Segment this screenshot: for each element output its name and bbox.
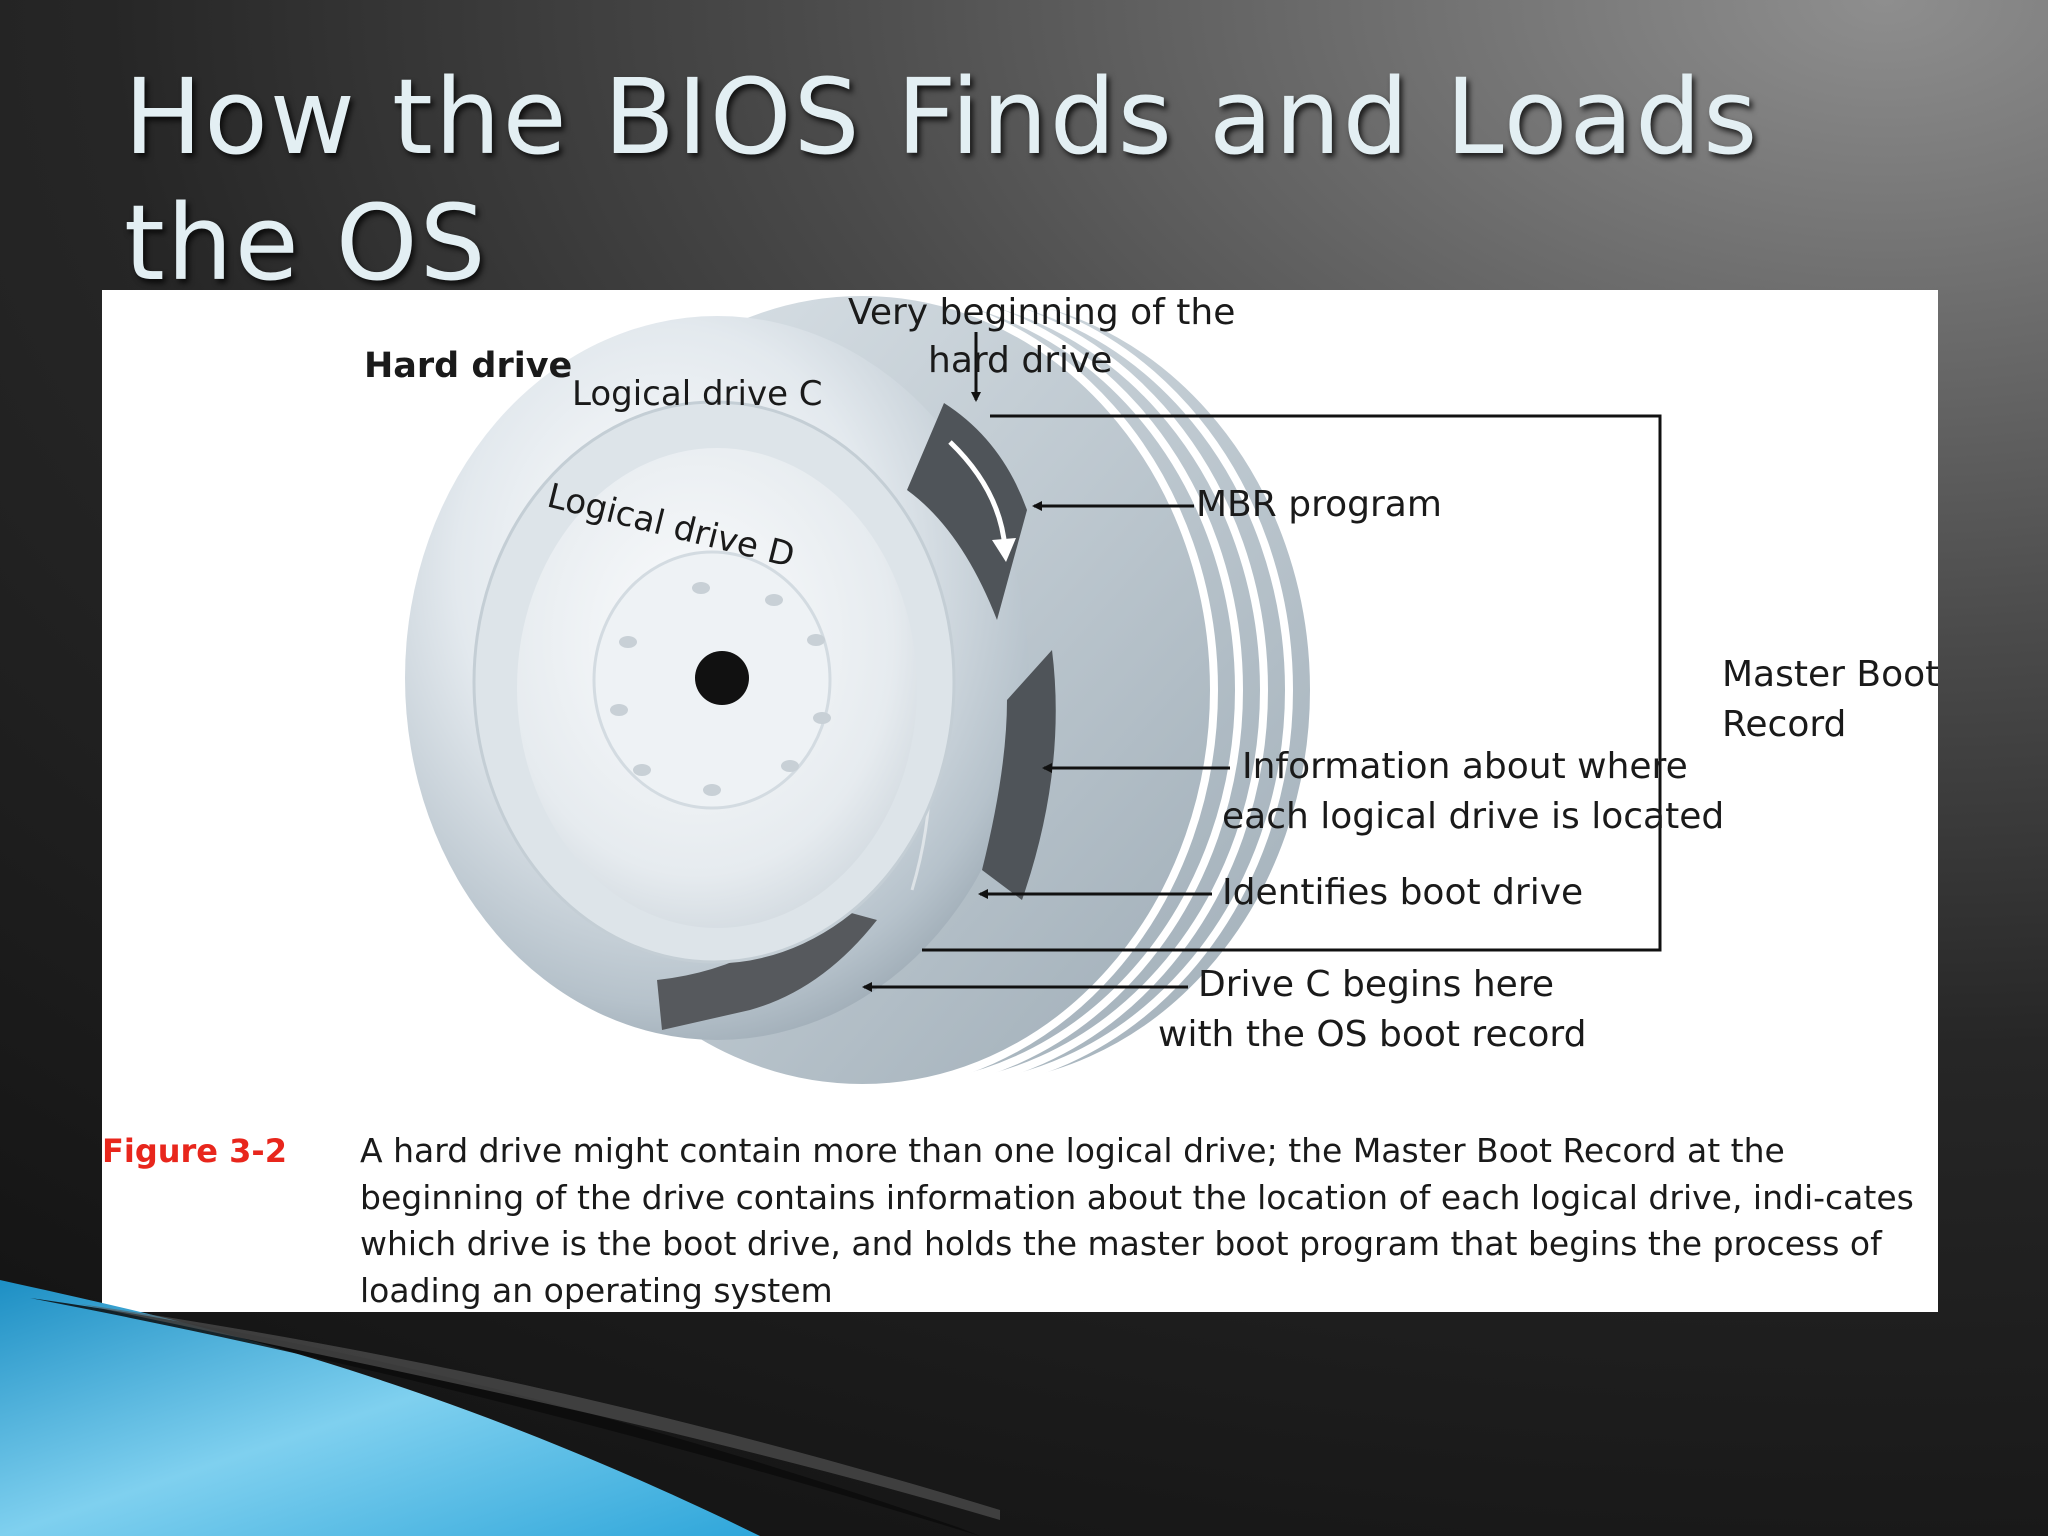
figure-number: Figure 3-2 bbox=[102, 1132, 287, 1170]
hard-drive-label: Hard drive bbox=[364, 346, 573, 386]
logical-drive-c-label: Logical drive C bbox=[572, 374, 823, 414]
decorative-swoosh bbox=[0, 1280, 1000, 1536]
slide-title: How the BIOS Finds and Loads the OS bbox=[124, 56, 1760, 304]
figure-panel: Hard drive Logical drive C Logical drive… bbox=[102, 290, 1938, 1312]
master-boot-record-label-line1: Master Boot bbox=[1722, 654, 1938, 695]
drive-c-begins-label-line1: Drive C begins here bbox=[1198, 964, 1554, 1005]
hard-drive-diagram bbox=[405, 290, 1662, 1092]
mbr-band bbox=[657, 403, 1056, 1030]
leader-lines bbox=[862, 332, 1230, 992]
hub-screws bbox=[610, 582, 831, 796]
rotation-arrow-head bbox=[992, 538, 1016, 562]
figure-caption: A hard drive might contain more than one… bbox=[360, 1131, 1914, 1310]
logical-drive-info-label-line2: each logical drive is located bbox=[1222, 796, 1725, 837]
very-beginning-label-line2: hard drive bbox=[928, 340, 1113, 381]
master-boot-record-label-line2: Record bbox=[1722, 704, 1847, 745]
logical-drive-info-label-line1: Information about where bbox=[1242, 746, 1688, 787]
rotation-arrow bbox=[948, 440, 1008, 549]
very-beginning-label-line1: Very beginning of the bbox=[848, 292, 1236, 333]
master-boot-record-bracket bbox=[922, 414, 1662, 952]
mbr-program-label: MBR program bbox=[1196, 484, 1442, 525]
spindle-hole bbox=[695, 651, 749, 705]
identifies-boot-drive-label: Identifies boot drive bbox=[1222, 872, 1584, 913]
drive-c-begins-label-line2: with the OS boot record bbox=[1158, 1014, 1587, 1055]
